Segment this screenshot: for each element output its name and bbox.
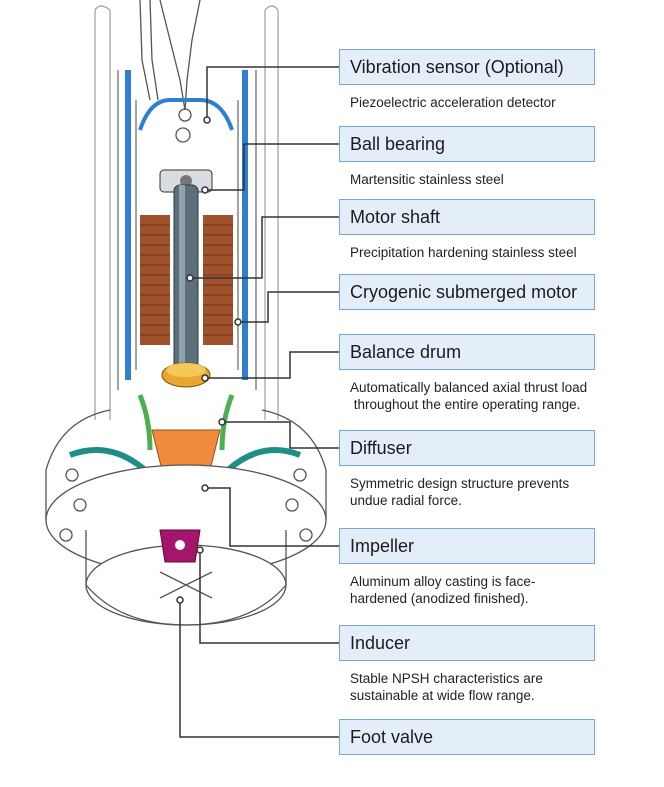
component-description: Martensitic stainless steel [350, 171, 610, 188]
leader-line [205, 351, 339, 379]
component-label-ball-bearing: Ball bearing [339, 126, 595, 162]
component-label-cryogenic-submerged-motor: Cryogenic submerged motor [339, 274, 595, 310]
leader-line [222, 421, 339, 449]
suction-base [45, 409, 327, 626]
component-description: Aluminum alloy casting is face-hardened … [350, 573, 610, 607]
description-line: hardened (anodized finished). [350, 591, 529, 606]
component-label-inducer: Inducer [339, 625, 595, 661]
component-label-foot-valve: Foot valve [339, 719, 595, 755]
leader-line [190, 216, 339, 279]
leader-line [199, 550, 339, 644]
leader-line [205, 143, 339, 191]
leader-endpoint-dot [196, 546, 204, 554]
leader-endpoint-dot [201, 484, 209, 492]
description-line: Aluminum alloy casting is face- [350, 574, 536, 589]
leader-endpoint-dot [201, 374, 209, 382]
leader-endpoint-dot [186, 274, 194, 282]
stator-windings [140, 215, 233, 345]
component-label-motor-shaft: Motor shaft [339, 199, 595, 235]
description-line: Precipitation hardening stainless steel [350, 245, 577, 260]
component-label-impeller: Impeller [339, 528, 595, 564]
balance-drum [161, 362, 211, 388]
description-line: Stable NPSH characteristics are [350, 671, 543, 686]
leader-lines [176, 66, 339, 738]
description-line: throughout the entire operating range. [350, 397, 581, 412]
description-line: undue radial force. [350, 493, 462, 508]
component-label-diffuser: Diffuser [339, 430, 595, 466]
pump-housing [68, 447, 302, 473]
component-label-balance-drum: Balance drum [339, 334, 595, 370]
description-line: Symmetric design structure prevents [350, 476, 570, 491]
component-description: Piezoelectric acceleration detector [350, 94, 610, 111]
leader-endpoint-dot [218, 418, 226, 426]
component-description: Symmetric design structure prevents undue… [350, 475, 610, 509]
leader-endpoint-dot [201, 186, 209, 194]
leader-line [206, 66, 339, 120]
component-description: Stable NPSH characteristics are sustainab… [350, 670, 610, 704]
leader-endpoint-dot [176, 596, 184, 604]
leader-endpoint-dot [234, 318, 242, 326]
component-description: Precipitation hardening stainless steel [350, 244, 610, 261]
motor-casing [125, 70, 248, 380]
leader-line [238, 291, 339, 323]
leader-line [205, 487, 339, 547]
leader-endpoint-dot [203, 116, 211, 124]
lifting-cables [139, 0, 201, 143]
motor-shaft [173, 184, 199, 376]
component-label-vibration-sensor-optional: Vibration sensor (Optional) [339, 49, 595, 85]
leader-line [179, 600, 339, 738]
description-line: Piezoelectric acceleration detector [350, 95, 556, 110]
description-line: Martensitic stainless steel [350, 172, 504, 187]
component-description: Automatically balanced axial thrust load… [350, 379, 610, 413]
impeller-inducer [159, 529, 201, 563]
description-line: Automatically balanced axial thrust load [350, 380, 588, 395]
column-pipe [94, 5, 279, 420]
upper-bearing [159, 169, 213, 193]
description-line: sustainable at wide flow range. [350, 688, 535, 703]
